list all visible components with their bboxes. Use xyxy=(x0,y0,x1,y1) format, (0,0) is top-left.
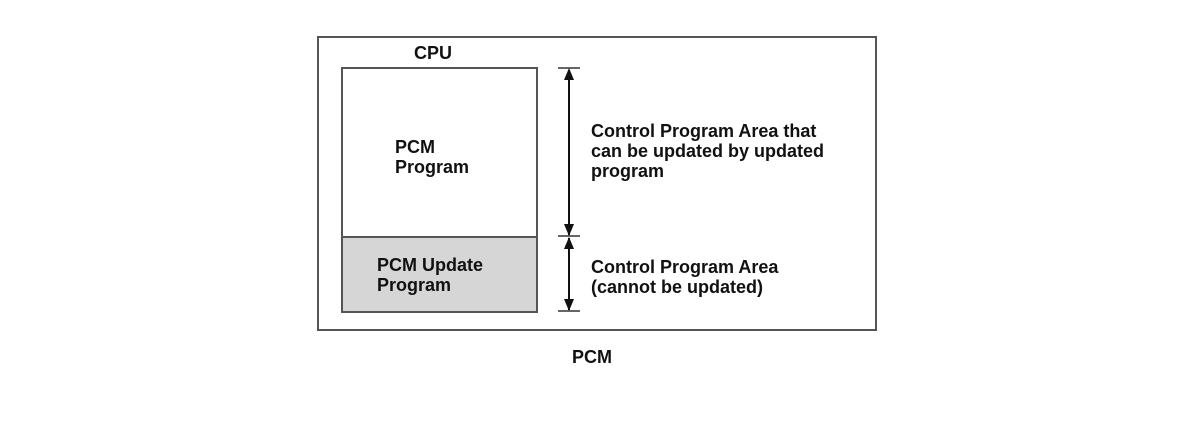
lower-dimension-arrow-up xyxy=(564,237,574,249)
upper-dimension-arrow-up xyxy=(564,68,574,80)
pcm-update-program-label: PCM Update Program xyxy=(377,255,484,295)
lower-dimension-arrow-down xyxy=(564,299,574,311)
lower-area-label: Control Program Area (cannot be updated) xyxy=(591,257,779,297)
pcm-frame xyxy=(317,36,877,331)
pcm-update-program-block xyxy=(341,236,538,313)
pcm-program-label: PCM Program xyxy=(395,137,470,177)
upper-area-label: Control Program Area that can be updated… xyxy=(591,121,825,181)
pcm-program-block xyxy=(341,67,538,237)
pcm-label: PCM xyxy=(572,347,612,367)
cpu-label: CPU xyxy=(414,43,453,63)
upper-dimension-arrow-down xyxy=(564,224,574,236)
